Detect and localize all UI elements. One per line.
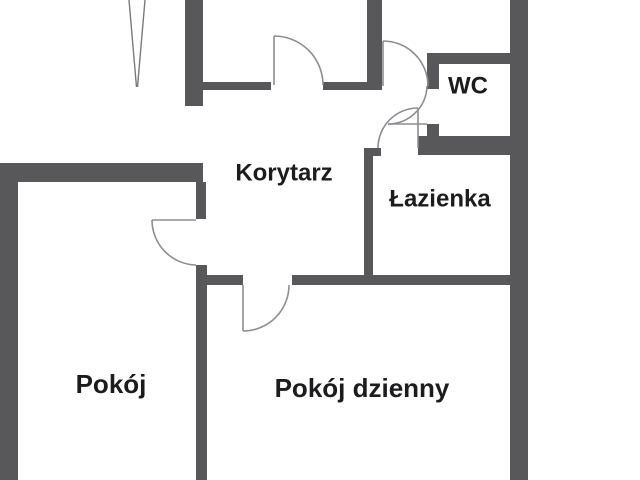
stairs-arrow-right-line <box>136 0 146 88</box>
wall-pokoj-top <box>0 163 203 182</box>
wall-right-exterior <box>510 0 528 480</box>
wall-living-top-right <box>292 275 510 285</box>
door-upper-room-arc <box>273 35 324 86</box>
wall-pokoj-divider-lower <box>196 265 207 480</box>
wall-upper-left-vertical <box>185 0 203 106</box>
wall-living-top-left <box>206 275 243 285</box>
wall-korytarz-top-left <box>203 82 271 90</box>
wall-lazienka-left-stub <box>364 148 381 156</box>
room-label-pokoj: Pokój <box>76 369 147 399</box>
wall-pokoj-divider-upper <box>196 182 206 219</box>
wall-lazienka-left <box>364 148 373 283</box>
door-wc-arc <box>387 85 428 125</box>
room-label-korytarz: Korytarz <box>235 160 332 187</box>
door-pokoj-arc <box>151 219 197 266</box>
door-living-arc <box>242 284 290 332</box>
room-label-pokoj-dzienny: Pokój dzienny <box>275 373 450 403</box>
wall-korytarz-top-right <box>323 82 367 90</box>
wall-wc-top <box>427 53 510 64</box>
room-label-wc: WC <box>448 73 488 100</box>
wall-left-exterior <box>0 163 18 480</box>
door-entry-arc <box>382 40 429 87</box>
wall-wc-lazienka <box>418 136 510 155</box>
stairs-arrow-left-line <box>128 0 138 88</box>
door-lazienka-arc <box>377 107 419 149</box>
room-label-lazienka: Łazienka <box>389 186 491 213</box>
wall-entry-vertical <box>367 0 382 90</box>
